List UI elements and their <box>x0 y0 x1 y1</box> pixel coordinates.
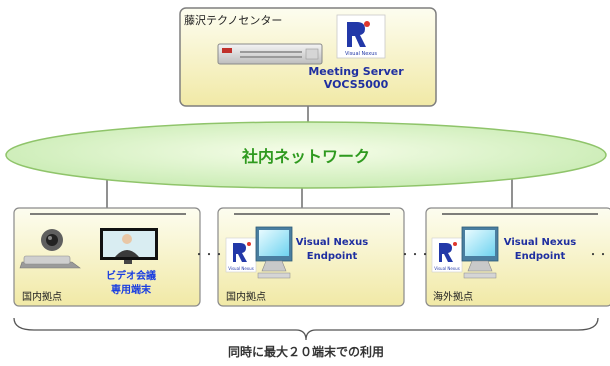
site-2-label: 国内拠点 <box>226 290 266 303</box>
network-cloud: 社内ネットワーク <box>5 121 607 189</box>
server-hardware-icon <box>217 43 323 65</box>
visual-nexus-logo-icon: Visual Nexus <box>225 237 257 273</box>
site-box-1: ビデオ会議 専用端末 国内拠点 <box>13 207 201 307</box>
visual-nexus-logo-icon: Visual Nexus <box>431 237 463 273</box>
pc-monitor-icon <box>461 226 499 279</box>
server-logo-text: Visual Nexus <box>345 51 377 57</box>
server-location-title: 藤沢テクノセンター <box>184 13 282 27</box>
ellipsis-2: ・・・ <box>400 250 430 261</box>
ellipsis-3: ・・・ <box>588 250 610 261</box>
site-2-device-line2: Endpoint <box>307 251 358 262</box>
server-box: 藤沢テクノセンター Visual Nexus Meeting Server VO… <box>179 7 437 107</box>
site-box-2: Visual Nexus Visual Nexus Endpoint 国内拠点 <box>217 207 405 307</box>
site-2-logo-text: Visual Nexus <box>228 266 254 271</box>
site-1-device-line1: ビデオ会議 <box>106 269 156 282</box>
visual-nexus-logo-icon: Visual Nexus <box>336 14 386 59</box>
site-1-device-line2: 専用端末 <box>111 283 152 296</box>
server-model: VOCS5000 <box>324 78 389 91</box>
network-label: 社内ネットワーク <box>241 147 370 166</box>
site-3-device-line1: Visual Nexus <box>504 237 576 248</box>
brace <box>13 317 599 341</box>
footer-caption: 同時に最大２０端末での利用 <box>228 344 384 359</box>
server-name: Meeting Server <box>308 65 404 78</box>
site-box-3: Visual Nexus Visual Nexus Endpoint 海外拠点 <box>425 207 610 307</box>
video-conference-camera-icon <box>19 229 81 269</box>
pc-monitor-icon <box>255 226 293 279</box>
site-3-device-line2: Endpoint <box>515 251 566 262</box>
video-monitor-icon <box>100 228 158 264</box>
site-1-label: 国内拠点 <box>22 290 62 303</box>
network-ellipse <box>5 121 607 189</box>
ellipsis-1: ・・・ <box>194 250 224 261</box>
site-2-device-line1: Visual Nexus <box>296 237 368 248</box>
site-3-label: 海外拠点 <box>433 290 473 303</box>
site-3-logo-text: Visual Nexus <box>434 266 460 271</box>
